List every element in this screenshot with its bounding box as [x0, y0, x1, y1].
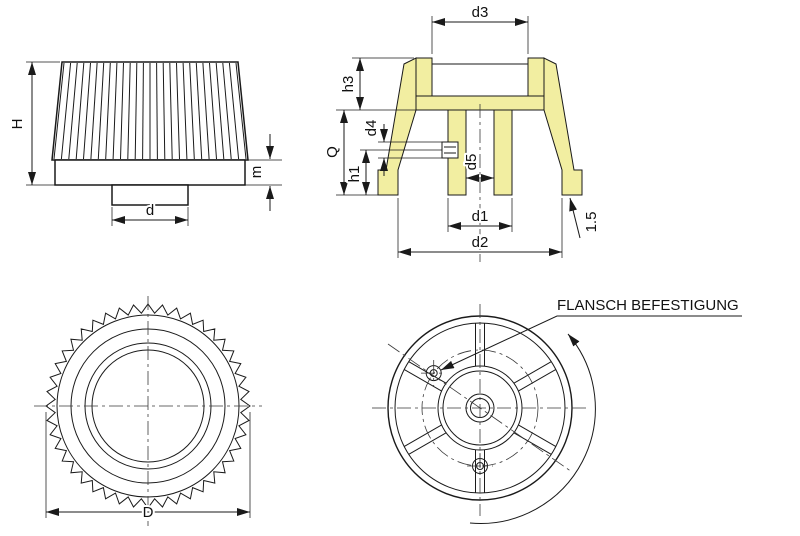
- dim-label-h1: h1: [346, 166, 363, 183]
- section-view: d3 h3 Q d4 h1: [322, 2, 602, 262]
- dimension-d2: d2: [397, 198, 563, 258]
- set-screw: [441, 141, 459, 159]
- hub-boss: [111, 184, 189, 206]
- dim-label-Q: Q: [324, 146, 341, 158]
- dim-label-h3: h3: [340, 76, 357, 93]
- flange-view: FLANSCH BEFESTIGUNG: [372, 295, 742, 524]
- dim-label-d4: d4: [363, 120, 380, 137]
- dim-label-d2: d2: [472, 234, 489, 251]
- flange-callout-label: FLANSCH BEFESTIGUNG: [557, 297, 739, 314]
- rotation-arc-arrow: [469, 333, 596, 524]
- dim-label-d1: d1: [472, 208, 489, 225]
- flange-callout: FLANSCH BEFESTIGUNG: [440, 295, 742, 371]
- dim-label-m: m: [248, 166, 265, 179]
- dimension-d: d: [111, 200, 189, 226]
- dimension-d4: d4: [361, 118, 442, 176]
- mounting-hole-upper: [421, 360, 446, 386]
- dimension-Q: Q: [322, 110, 378, 196]
- dim-label-D: D: [143, 504, 154, 521]
- dim-label-d5: d5: [463, 154, 480, 171]
- dimension-H: H: [7, 61, 60, 186]
- side-view: H m d: [7, 61, 282, 226]
- dimension-m: m: [245, 134, 282, 211]
- dimension-D: D: [45, 412, 251, 523]
- section-hub-wall-right: [493, 109, 513, 196]
- dim-label-H: H: [9, 119, 26, 130]
- dimension-d1: d1: [447, 198, 513, 232]
- dim-label-d: d: [146, 202, 154, 219]
- dim-label-d3: d3: [472, 4, 489, 21]
- base-band: [54, 159, 246, 186]
- section-rim-right: [527, 57, 545, 97]
- bottom-view: D: [34, 296, 262, 526]
- section-wall-right: [543, 57, 583, 196]
- dim-label-wall-thickness: 1.5: [583, 212, 600, 233]
- dimension-d3: d3: [431, 2, 529, 54]
- knurl-ribs: [53, 62, 247, 160]
- section-rim-left: [415, 57, 433, 97]
- dimension-d5: d5: [461, 152, 494, 182]
- dimension-h1: h1: [344, 149, 442, 195]
- dimension-wall-thickness: 1.5: [569, 197, 602, 239]
- dimension-h3: h3: [336, 57, 446, 111]
- centerline-diagonal: [387, 343, 573, 473]
